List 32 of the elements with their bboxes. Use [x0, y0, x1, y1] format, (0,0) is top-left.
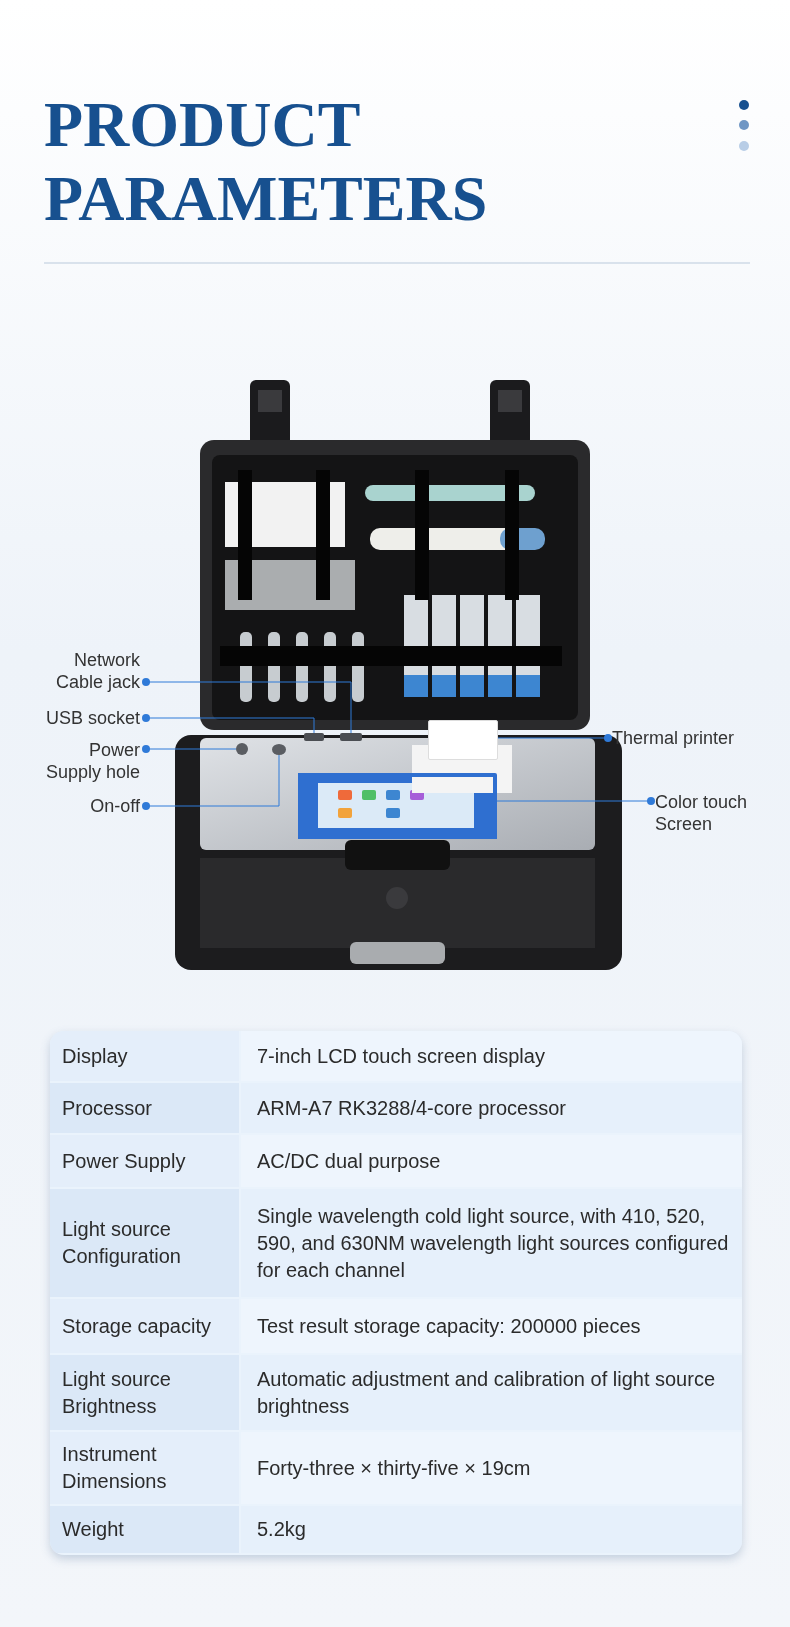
- parameter-value: 7-inch LCD touch screen display: [241, 1031, 742, 1081]
- parameter-name: Storage capacity: [50, 1299, 239, 1353]
- leader-line: [497, 734, 612, 742]
- parameter-value: Forty-three × thirty-five × 19cm: [241, 1432, 742, 1504]
- parameter-name: Display: [50, 1031, 239, 1081]
- parameter-name: Light source Configuration: [50, 1189, 239, 1297]
- leader-line: [142, 745, 237, 753]
- parameter-name: Power Supply: [50, 1135, 239, 1187]
- leader-line: [142, 678, 352, 734]
- round-port: [272, 744, 286, 755]
- parameter-name: Light source Brightness: [50, 1355, 239, 1430]
- leader-line: [142, 754, 280, 810]
- parameter-value: ARM-A7 RK3288/4-core processor: [241, 1083, 742, 1133]
- port-box: [304, 733, 324, 741]
- parameter-value: Test result storage capacity: 200000 pieces: [241, 1299, 742, 1353]
- leader-line: [496, 797, 655, 805]
- part-label: On-off: [89, 795, 140, 817]
- leader-line: [142, 714, 315, 734]
- part-label: Power Supply hole: [44, 739, 140, 783]
- page-title: PRODUCT PARAMETERS: [44, 88, 489, 236]
- parameter-value: Single wavelength cold light source, with 410, 520, 590, and 630NM wavelength light sources configured for each channel: [241, 1189, 742, 1297]
- parameter-name: Instrument Dimensions: [50, 1432, 239, 1504]
- printer-slot: [428, 720, 498, 760]
- parameter-value: 5.2kg: [241, 1506, 742, 1553]
- part-label: Network Cable jack: [54, 649, 140, 693]
- part-label: Color touch Screen: [655, 791, 749, 835]
- parameter-value: Automatic adjustment and calibration of light source brightness: [241, 1355, 742, 1430]
- parameter-name: Processor: [50, 1083, 239, 1133]
- parameter-name: Weight: [50, 1506, 239, 1553]
- part-label: USB socket: [44, 707, 140, 729]
- parameter-value: AC/DC dual purpose: [241, 1135, 742, 1187]
- port-box: [340, 733, 362, 741]
